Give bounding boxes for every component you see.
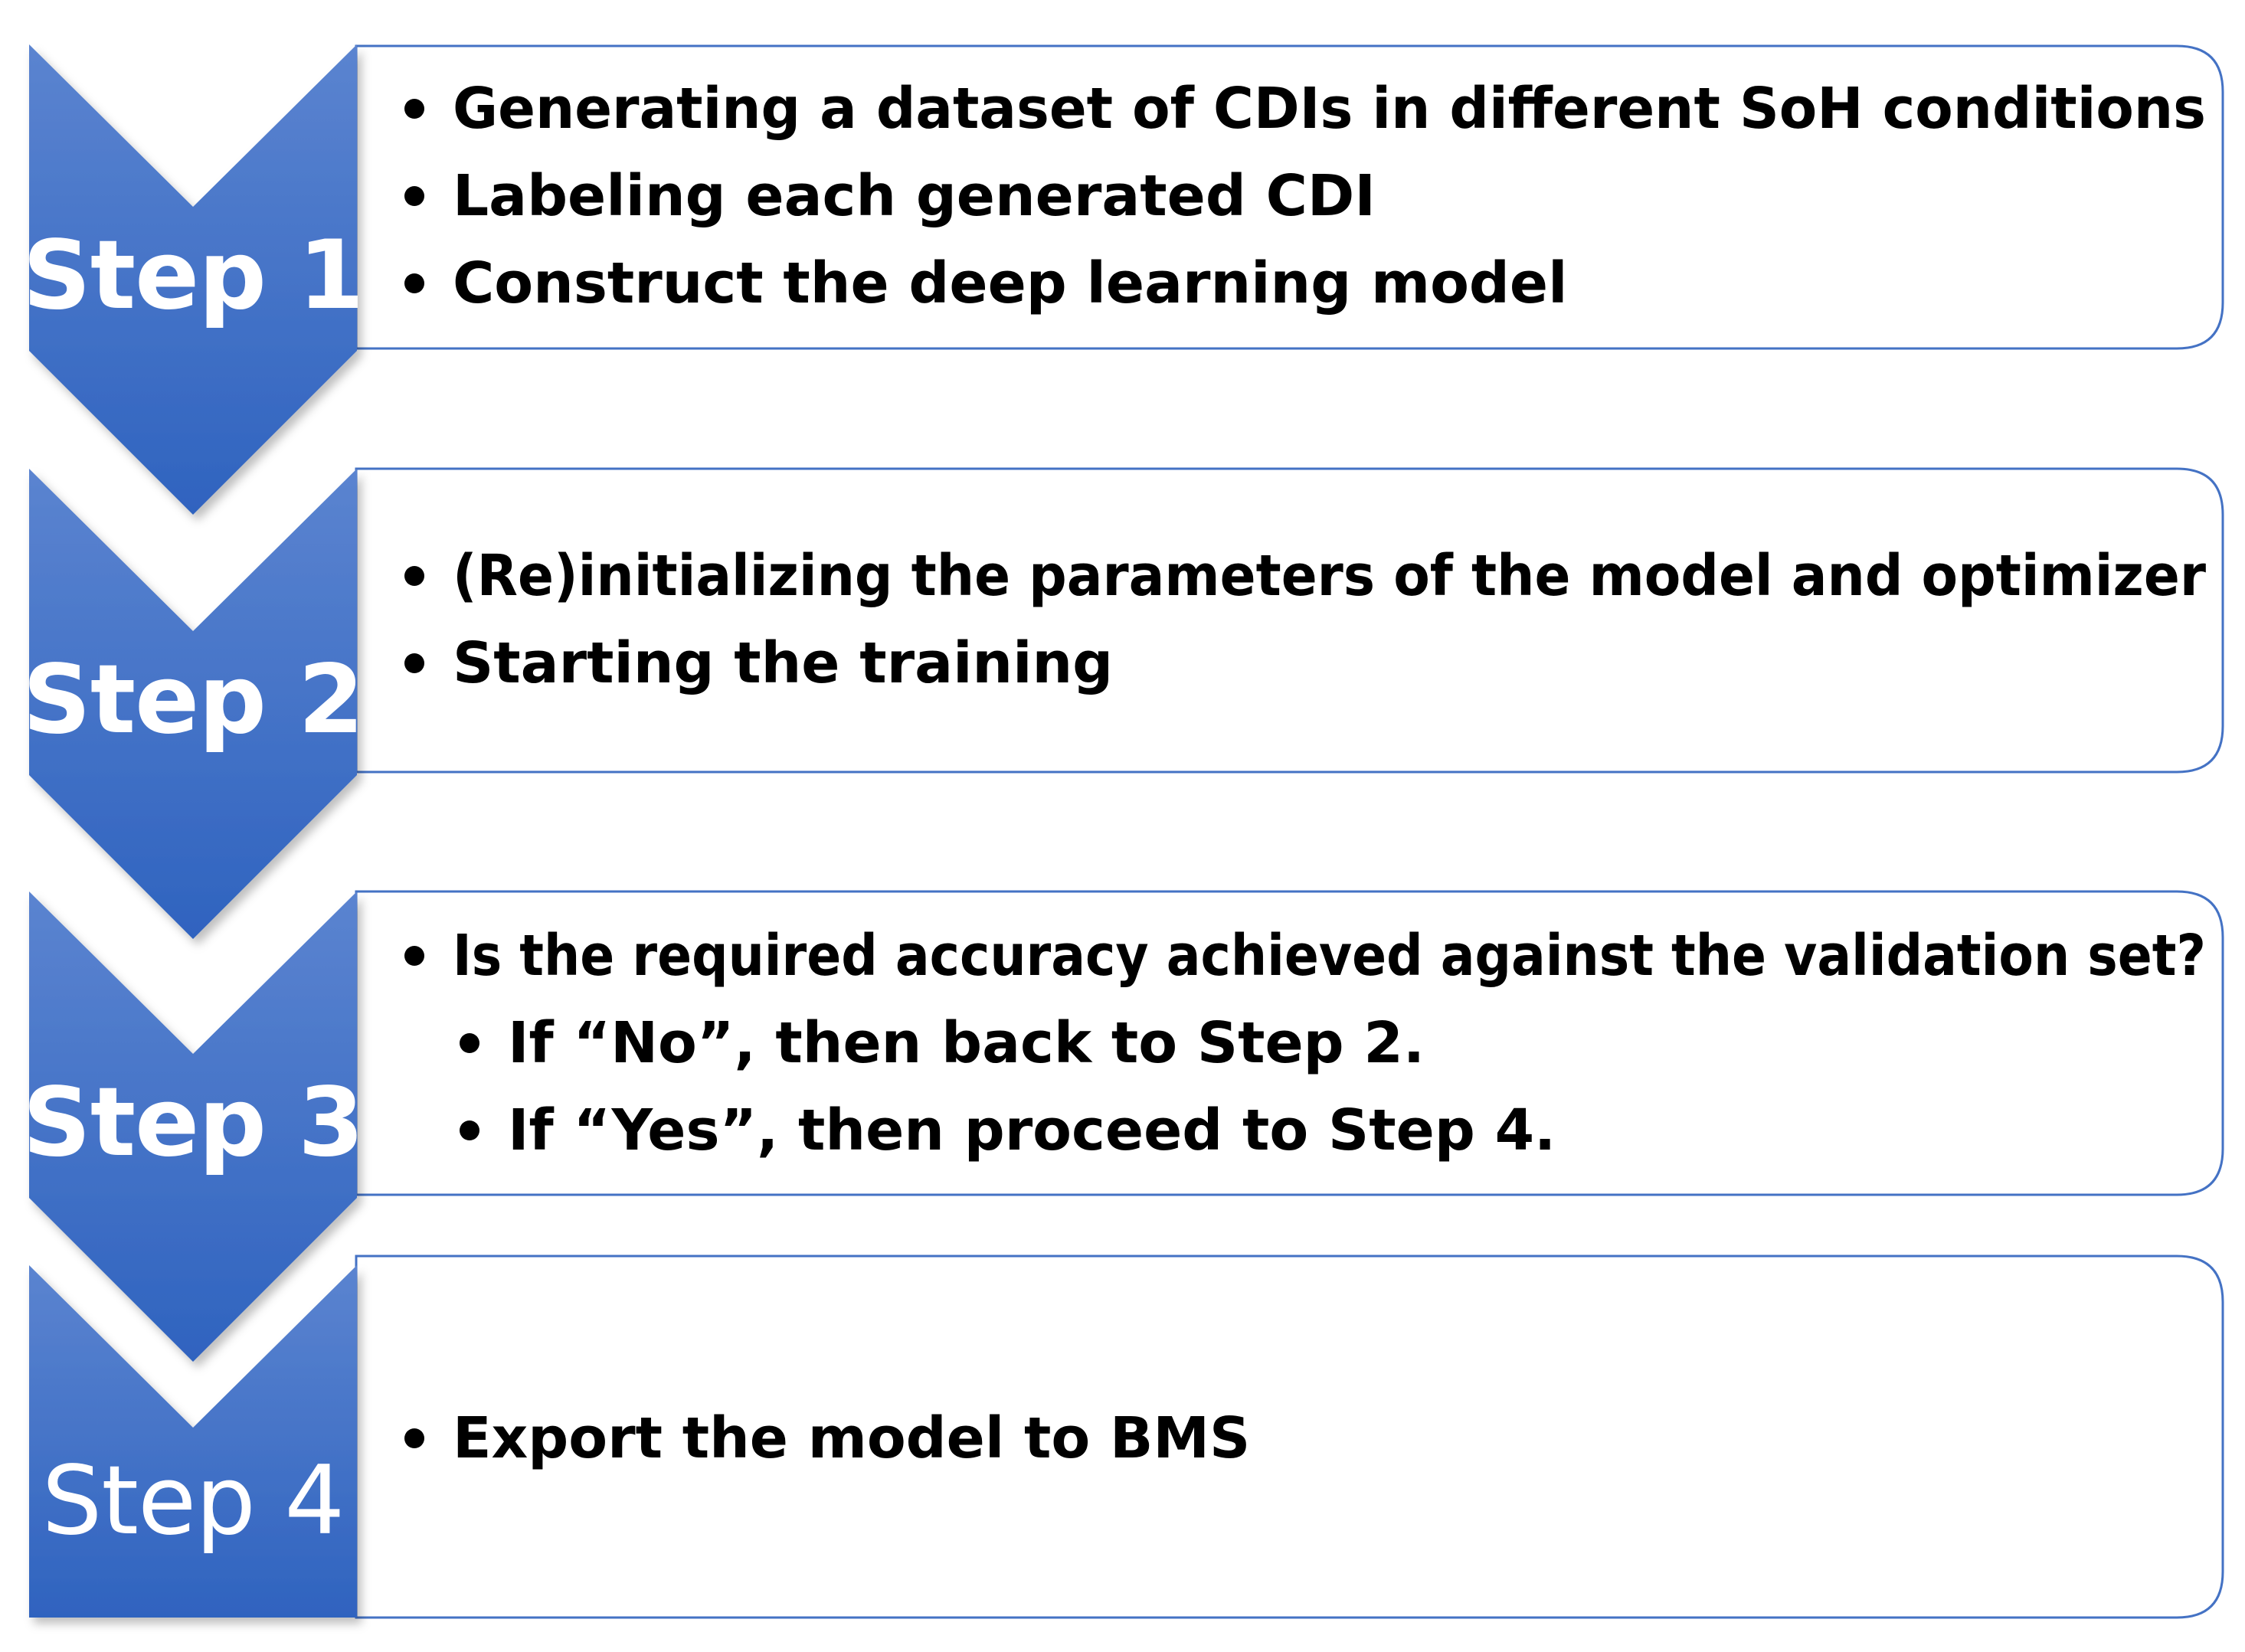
bullet-text: If “Yes”, then proceed to Step 4.: [508, 1098, 1556, 1163]
bullet-dot: [460, 1120, 479, 1140]
step-3-panel: [355, 890, 2224, 1196]
step-2-panel: [355, 467, 2224, 774]
step-4-bullets: Export the model to BMS: [404, 1405, 1250, 1471]
step-4: Step 4 Export the model to BMS: [29, 1255, 2224, 1619]
bullet-dot: [404, 946, 424, 966]
bullet-dot: [404, 99, 424, 119]
step-3: Step 3 Is the required accuracy achieved…: [23, 890, 2224, 1362]
step-3-chevron: [29, 891, 357, 1362]
bullet-text: If “No”, then back to Step 2.: [508, 1010, 1425, 1076]
step-4-chevron: [29, 1265, 357, 1618]
step-2-label: Step 2: [23, 645, 364, 755]
step-1-bullets: Generating a dataset of CDIs in differen…: [404, 76, 2206, 316]
bullet-text: Construct the deep learning model: [453, 250, 1567, 316]
step-2-chevron: [29, 469, 357, 939]
bullet-text: Labeling each generated CDI: [453, 163, 1376, 229]
bullet-text: Generating a dataset of CDIs in differen…: [453, 76, 2206, 142]
bullet-dot: [404, 186, 424, 206]
bullet-dot: [460, 1033, 479, 1053]
bullet-text: Export the model to BMS: [453, 1405, 1250, 1471]
step-4-label: Step 4: [42, 1446, 345, 1556]
bullet-text: Starting the training: [453, 630, 1113, 696]
step-1-label: Step 1: [23, 221, 364, 331]
step-1-chevron: [29, 44, 357, 515]
bullet-dot: [404, 273, 424, 293]
step-1: Step 1 Generating a dataset of CDIs in d…: [23, 44, 2224, 515]
bullet-dot: [404, 566, 424, 586]
bullet-text: Is the required accuracy achieved agains…: [453, 923, 2206, 989]
bullet-text: (Re)initializing the parameters of the m…: [453, 543, 2206, 609]
step-2: Step 2 (Re)initializing the parameters o…: [23, 467, 2224, 939]
step-4-panel: [355, 1255, 2224, 1619]
step-2-bullets: (Re)initializing the parameters of the m…: [404, 543, 2206, 696]
step-3-bullets: Is the required accuracy achieved agains…: [404, 923, 2206, 1163]
bullet-dot: [404, 653, 424, 673]
bullet-dot: [404, 1428, 424, 1448]
step-1-panel: [355, 44, 2224, 350]
step-3-label: Step 3: [23, 1068, 364, 1178]
